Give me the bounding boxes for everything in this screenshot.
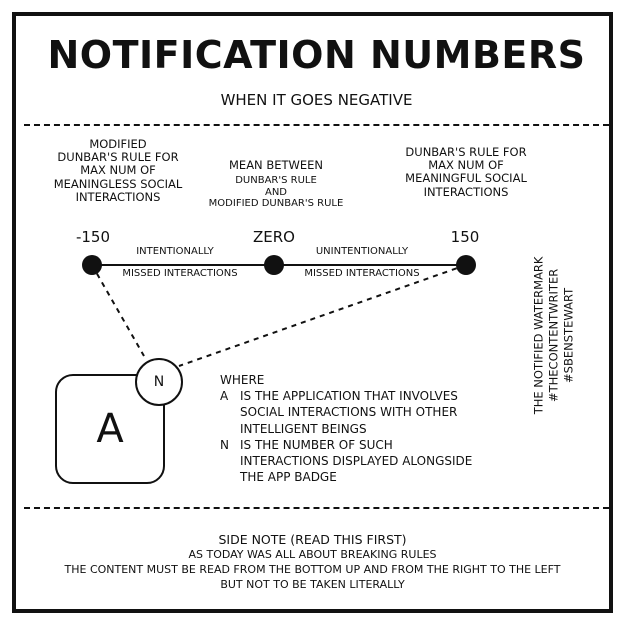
watermark-line-2: #THECONTENTWRITER #SBENSTEWART (546, 268, 576, 403)
bottom-dashed-divider (24, 507, 609, 509)
middle-scale-point (264, 255, 284, 275)
scale-diagram (82, 255, 476, 367)
side-note-line: BUT NOT TO BE TAKEN LITERALLY (220, 578, 405, 591)
right-caption: DUNBAR'S RULE FOR MAX NUM OF MEANINGFUL … (405, 145, 527, 199)
notification-badge: N (135, 358, 183, 406)
watermark: THE NOTIFIED WATERMARK #THECONTENTWRITER… (532, 235, 577, 435)
middle-caption-sub: DUNBAR'S RULE AND MODIFIED DUNBAR'S RULE (208, 175, 344, 209)
right-scale-point (456, 255, 476, 275)
left-dashed-connector (91, 264, 145, 357)
panel-subtitle: WHEN IT GOES NEGATIVE (220, 91, 413, 109)
tick-middle-value: ZERO (253, 228, 295, 246)
legend-definition: IS THE APPLICATION THAT INVOLVES SOCIAL … (240, 389, 458, 436)
watermark-line-1: THE NOTIFIED WATERMARK (531, 256, 546, 415)
tick-right-value: 150 (450, 228, 480, 246)
app-icon-letter: A (96, 406, 124, 452)
left-caption: MODIFIED DUNBAR'S RULE FOR MAX NUM OF ME… (53, 137, 183, 204)
comic-panel: NOTIFICATION NUMBERS WHEN IT GOES NEGATI… (12, 12, 613, 613)
left-scale-point (82, 255, 102, 275)
legend-key: A (220, 389, 229, 404)
legend-heading: WHERE (220, 373, 265, 387)
side-note-line: AS TODAY WAS ALL ABOUT BREAKING RULES (188, 548, 437, 561)
right-dashed-connector (178, 264, 467, 367)
legend-definition: IS THE NUMBER OF SUCH INTERACTIONS DISPL… (240, 437, 473, 485)
side-note-heading: SIDE NOTE (READ THIS FIRST) (218, 532, 407, 547)
legend: WHERE A IS THE APPLICATION THAT INVOLVES… (220, 372, 480, 485)
panel-title: NOTIFICATION NUMBERS (47, 33, 586, 77)
legend-item: A IS THE APPLICATION THAT INVOLVES SOCIA… (220, 388, 480, 437)
legend-key: N (220, 437, 229, 452)
middle-caption-main: MEAN BETWEEN (229, 158, 323, 172)
left-segment-bottom-label: MISSED INTERACTIONS (122, 268, 238, 279)
right-segment-bottom-label: MISSED INTERACTIONS (304, 268, 420, 279)
left-segment-top-label: INTENTIONALLY (136, 246, 214, 257)
tick-left-value: -150 (75, 228, 111, 246)
top-dashed-divider (24, 124, 609, 126)
notification-badge-letter: N (153, 374, 165, 390)
right-segment-top-label: UNINTENTIONALLY (315, 246, 409, 257)
legend-item: N IS THE NUMBER OF SUCH INTERACTIONS DIS… (220, 437, 480, 486)
side-note-line: THE CONTENT MUST BE READ FROM THE BOTTOM… (64, 563, 561, 576)
